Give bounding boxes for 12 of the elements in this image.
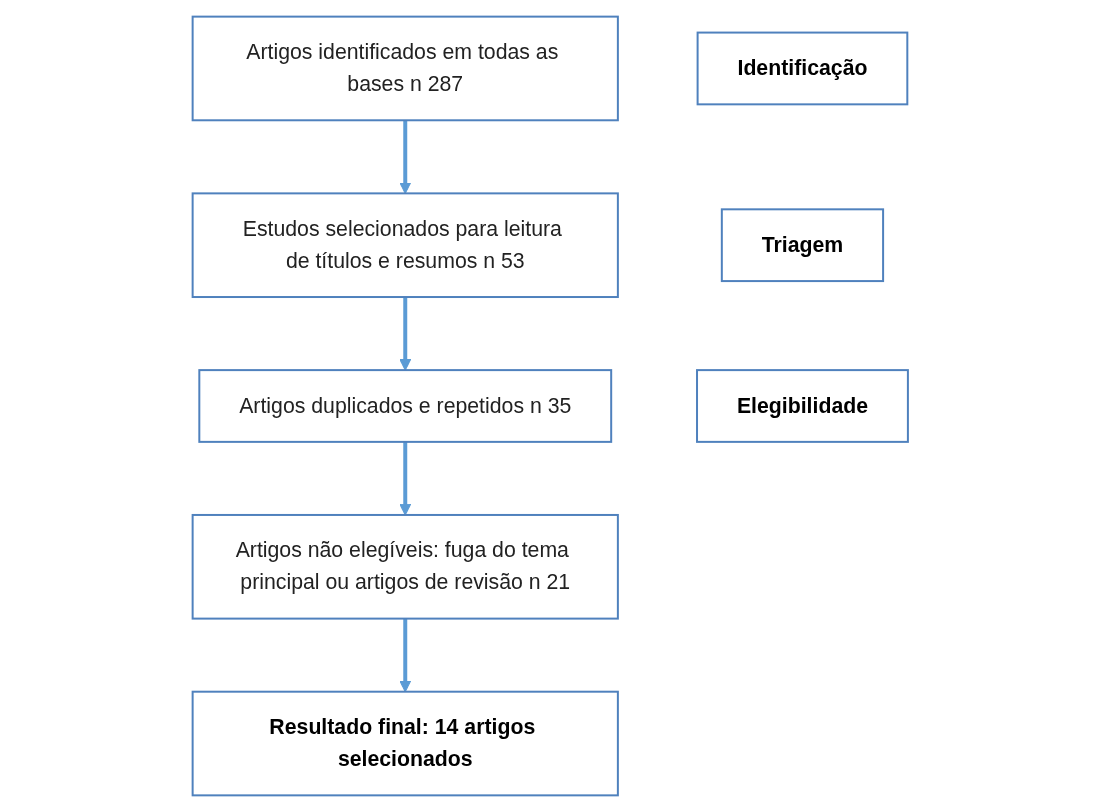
node-box: Artigos identificados em todas as bases n 287 bbox=[191, 15, 619, 121]
node-box: Artigos não elegíveis: fuga do tema principal ou artigos de revisão n 21 bbox=[191, 513, 619, 620]
arrow bbox=[399, 441, 411, 515]
node-box: Elegibilidade bbox=[695, 368, 909, 443]
node-box: Estudos selecionados para leitura de títulos e resumos n 53 bbox=[191, 191, 619, 298]
node-box: Identificação bbox=[696, 31, 909, 105]
node-box: Artigos duplicados e repetidos n 35 bbox=[198, 368, 612, 443]
node-box: Triagem bbox=[720, 207, 884, 282]
arrow bbox=[399, 119, 411, 194]
node-box: Resultado final: 14 artigos selecionados bbox=[191, 690, 619, 796]
arrow bbox=[399, 296, 411, 371]
arrow bbox=[399, 618, 411, 692]
